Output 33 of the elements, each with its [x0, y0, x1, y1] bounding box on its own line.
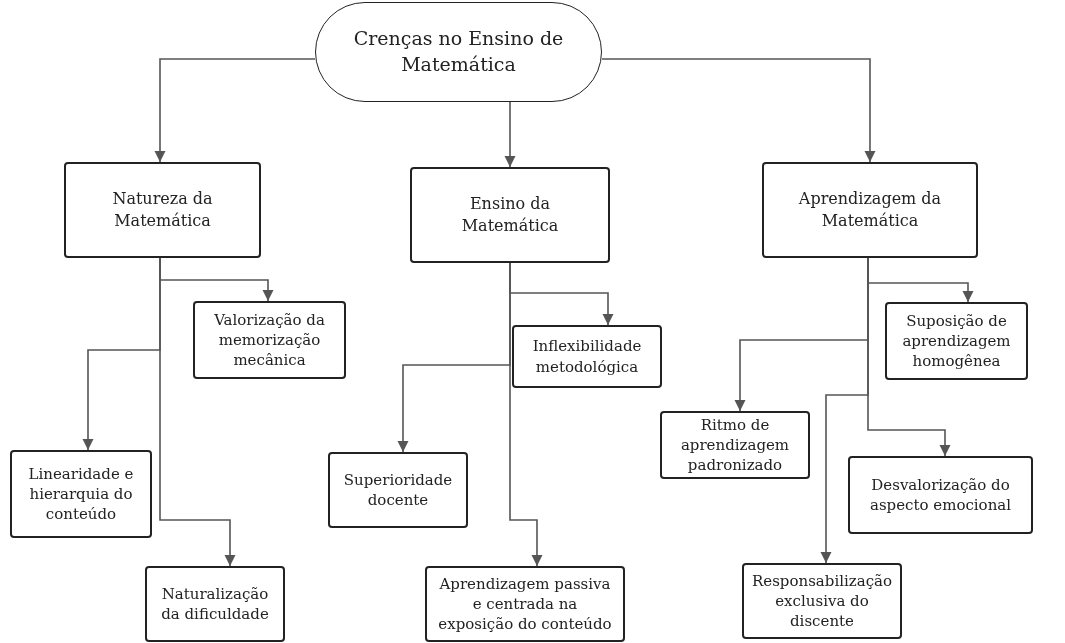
node-label: Desvalorização do aspecto emocional [868, 474, 1013, 516]
concept-box [10, 450, 152, 538]
arrow [504, 101, 516, 168]
arrow [154, 58, 316, 163]
arrow [601, 58, 876, 163]
concept-box [660, 411, 810, 479]
node-label: Valorização da memorização mecânica [213, 309, 326, 371]
arrow [509, 262, 543, 567]
node-label: Suposição de aprendizagem homogênea [901, 310, 1012, 372]
concept-box [410, 167, 610, 263]
concept-box [885, 302, 1028, 380]
node-label: Aprendizagem passiva e centrada na exposição do conteúdo [437, 573, 613, 635]
concept-box [512, 325, 662, 388]
node-label: Superioridade docente [342, 469, 454, 511]
node-label: Naturalização da dificuldade [160, 583, 270, 625]
node-label: Inflexibilidade metodológica [531, 336, 643, 377]
node-label: Ensino da Matemática [460, 193, 560, 237]
concept-box [193, 301, 346, 379]
concept-box [762, 162, 978, 258]
node-label: Ritmo de aprendizagem padronizado [679, 414, 791, 476]
arrow [159, 257, 236, 567]
concept-box [328, 452, 468, 528]
concept-box [425, 566, 625, 642]
node-label: Crenças no Ensino de Matemática [352, 26, 565, 77]
node-label: Aprendizagem da Matemática [797, 188, 943, 232]
concept-box [64, 162, 261, 258]
arrow [820, 257, 869, 564]
concept-box [742, 563, 902, 639]
concept-box [848, 456, 1033, 534]
node-label: Linearidade e hierarquia do conteúdo [27, 463, 135, 525]
concept-box [145, 566, 285, 642]
node-label: Natureza da Matemática [111, 188, 214, 232]
node-label: Responsabilização exclusiva do discente [752, 570, 892, 632]
